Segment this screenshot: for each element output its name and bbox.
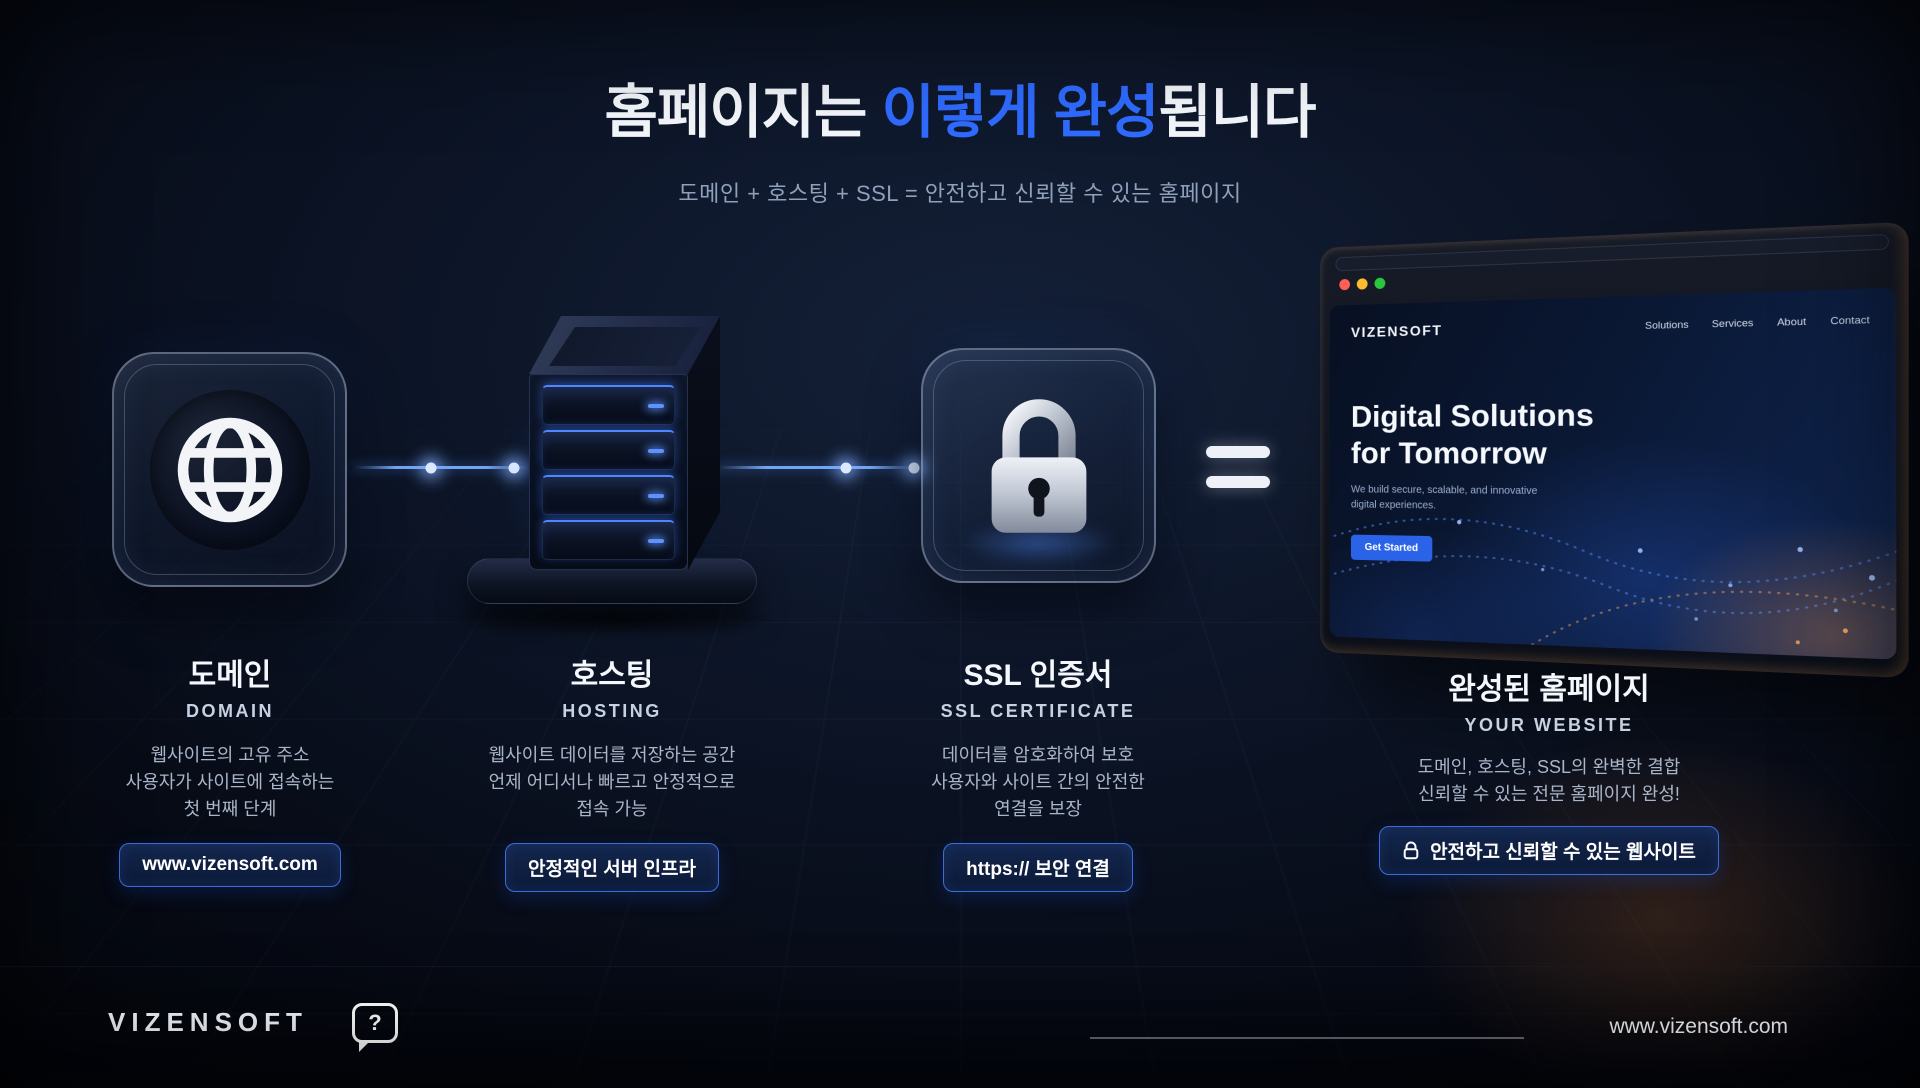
desc-line: 접속 가능	[576, 799, 648, 819]
desc-line: 웹사이트 데이터를 저장하는 공간	[488, 745, 736, 765]
ssl-badge[interactable]: https:// 보안 연결	[943, 843, 1133, 892]
connector-dot	[508, 462, 520, 473]
nav-contact[interactable]: Contact	[1830, 314, 1870, 328]
site-heading-line1: Digital Solutions	[1350, 398, 1594, 434]
equals-sign	[1206, 446, 1270, 488]
domain-badge[interactable]: www.vizensoft.com	[119, 843, 341, 887]
footer-divider	[1090, 1037, 1524, 1039]
ssl-badge-label: https:// 보안 연결	[966, 859, 1110, 880]
site-logo: VIZENSOFT	[1350, 321, 1443, 341]
get-started-button[interactable]: Get Started	[1350, 534, 1433, 562]
server-lid	[549, 327, 701, 366]
site-heading-line2: for Tomorrow	[1350, 436, 1547, 472]
question-speech-bubble-icon: ?	[352, 1003, 398, 1052]
website-viewport: VIZENSOFT Solutions Services About Conta…	[1329, 287, 1897, 660]
header: 홈페이지는 이렇게 완성됩니다 도메인 + 호스팅 + SSL = 안전하고 신…	[0, 80, 1920, 208]
result-badge-label: 안전하고 신뢰할 수 있는 웹사이트	[1430, 842, 1696, 863]
server-bay	[542, 385, 675, 425]
server-led	[648, 403, 664, 408]
hosting-badge[interactable]: 안정적인 서버 인프라	[505, 843, 719, 892]
title-prefix: 홈페이지는	[604, 80, 882, 145]
page-subtitle: 도메인 + 호스팅 + SSL = 안전하고 신뢰할 수 있는 홈페이지	[678, 181, 1242, 206]
connector-dot	[908, 462, 920, 473]
globe-disc	[149, 389, 310, 550]
connector-dot	[840, 462, 852, 473]
nav-about[interactable]: About	[1777, 316, 1807, 329]
site-copy-line1: We build secure, scalable, and innovativ…	[1350, 484, 1538, 498]
server-led	[648, 493, 664, 498]
server-shadow	[437, 602, 787, 636]
step-subtitle-domain: DOMAIN	[186, 701, 274, 721]
desc-line: 도메인, 호스팅, SSL의 완벽한 결합	[1417, 757, 1681, 777]
result-title: 완성된 홈페이지	[1448, 673, 1650, 706]
server-bay	[542, 520, 675, 560]
desc-line: 연결을 보장	[994, 799, 1082, 819]
desc-line: 사용자가 사이트에 접속하는	[125, 772, 335, 792]
desc-line: 신뢰할 수 있는 전문 홈페이지 완성!	[1418, 784, 1680, 804]
ssl-card	[921, 348, 1156, 583]
title-suffix: 됩니다	[1158, 80, 1316, 145]
desc-line: 첫 번째 단계	[183, 799, 277, 819]
connector-dot	[425, 462, 437, 473]
desc-line: 사용자와 사이트 간의 안전한	[931, 772, 1145, 792]
connector-hosting-ssl	[714, 462, 922, 473]
step-subtitle-ssl: SSL CERTIFICATE	[940, 701, 1136, 721]
domain-badge-label: www.vizensoft.com	[142, 854, 318, 875]
globe-icon	[177, 417, 282, 522]
website-mockup: VIZENSOFT Solutions Services About Conta…	[1320, 221, 1909, 679]
result-badge[interactable]: 안전하고 신뢰할 수 있는 웹사이트	[1379, 826, 1719, 875]
footer: VIZENSOFT ? www.vizensoft.com	[0, 966, 1920, 1088]
equals-bar	[1206, 476, 1270, 488]
title-highlight: 이렇게 완성	[881, 80, 1159, 145]
result-subtitle: YOUR WEBSITE	[1464, 715, 1634, 735]
server-bay	[542, 430, 675, 470]
footer-url: www.vizensoft.com	[1609, 1015, 1788, 1038]
server-led	[648, 538, 664, 543]
server-bay	[542, 475, 675, 515]
server-led	[648, 448, 664, 453]
step-title-ssl: SSL 인증서	[963, 659, 1113, 692]
step-title-domain: 도메인	[188, 659, 272, 692]
close-icon[interactable]	[1339, 278, 1350, 290]
footer-logo: VIZENSOFT	[108, 1007, 308, 1037]
server-front-face	[529, 374, 688, 570]
page-title: 홈페이지는 이렇게 완성됩니다	[0, 80, 1920, 146]
result-column: 완성된 홈페이지 YOUR WEBSITE 도메인, 호스팅, SSL의 완벽한…	[1359, 672, 1739, 875]
desc-line: 웹사이트의 고유 주소	[150, 745, 310, 765]
minimize-icon[interactable]	[1356, 277, 1368, 290]
question-mark: ?	[368, 1010, 382, 1035]
desc-line: 데이터를 암호화하여 보호	[941, 745, 1135, 765]
connector-domain-hosting	[350, 462, 532, 473]
nav-services[interactable]: Services	[1711, 317, 1754, 331]
step-title-hosting: 호스팅	[570, 659, 654, 692]
hosting-badge-label: 안정적인 서버 인프라	[528, 859, 696, 880]
step-subtitle-hosting: HOSTING	[562, 701, 662, 721]
nav-solutions[interactable]: Solutions	[1645, 319, 1689, 333]
maximize-icon[interactable]	[1374, 277, 1386, 289]
lock-icon	[991, 398, 1086, 533]
server-icon	[437, 300, 787, 640]
domain-card	[112, 352, 347, 587]
desc-line: 언제 어디서나 빠르고 안정적으로	[488, 772, 736, 792]
equals-bar	[1206, 446, 1270, 458]
lock-icon	[1403, 840, 1419, 859]
site-copy-line2: digital experiences.	[1350, 499, 1436, 512]
